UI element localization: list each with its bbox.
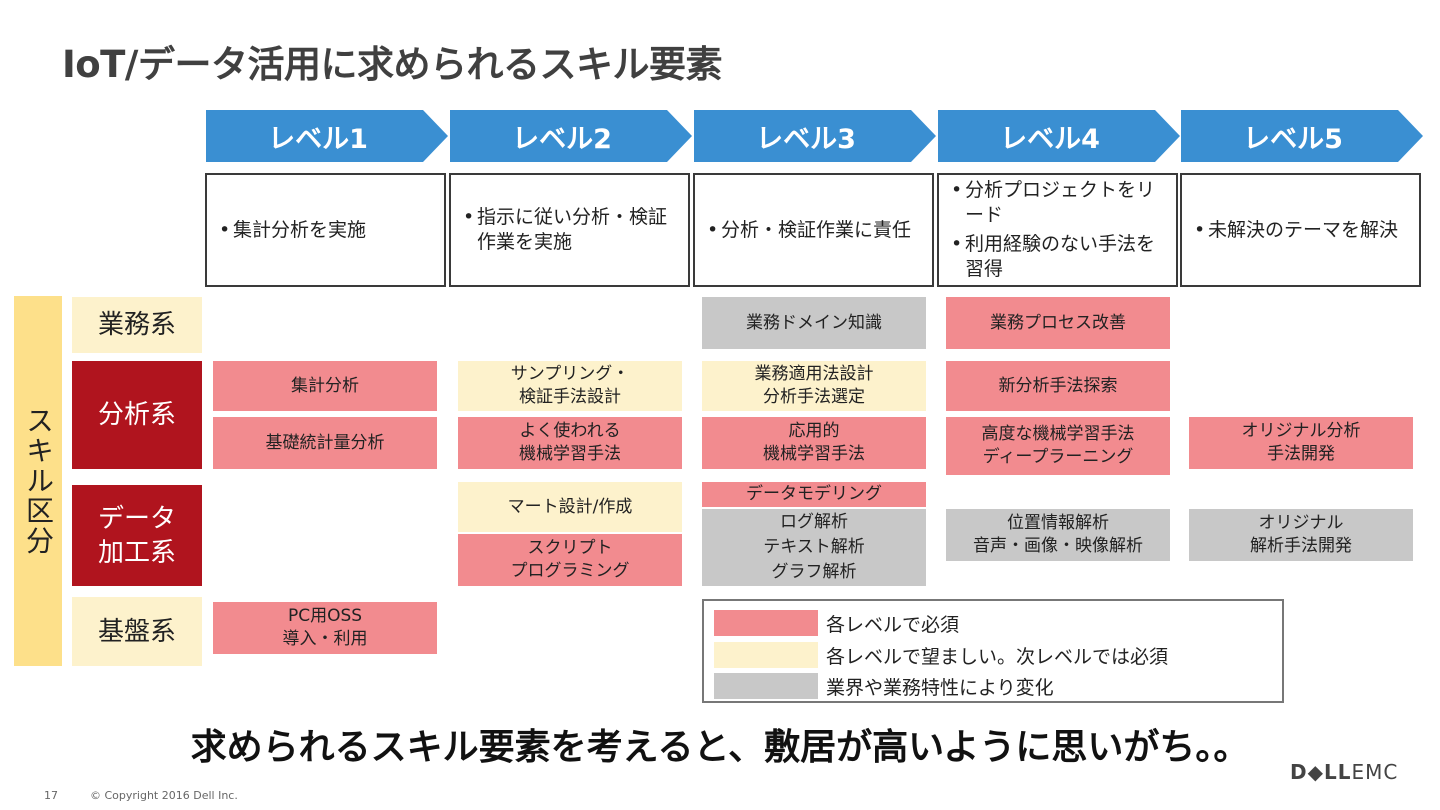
skill-cell: 新分析手法探索 bbox=[946, 361, 1170, 411]
skill-cell: オリジナル分析 手法開発 bbox=[1189, 417, 1413, 469]
key-message: 求められるスキル要素を考えると、敷居が高いように思いがち。。 bbox=[190, 727, 1250, 768]
category-label: 分析系 bbox=[97, 400, 176, 430]
category-label: 業務系 bbox=[97, 310, 176, 340]
skill-cell-text: マート設計/作成 bbox=[507, 496, 633, 517]
skill-cell-text: PC用OSS bbox=[287, 606, 363, 626]
skill-cell: ログ解析 テキスト解析 グラフ解析 bbox=[702, 509, 926, 586]
skill-cell-text: オリジナル bbox=[1258, 513, 1344, 533]
skill-cell: マート設計/作成 bbox=[458, 482, 682, 532]
skill-cell: 位置情報解析 音声・画像・映像解析 bbox=[946, 509, 1170, 561]
skill-cell-text: 音声・画像・映像解析 bbox=[973, 536, 1143, 556]
skill-cell-text: 高度な機械学習手法 bbox=[981, 424, 1135, 444]
skill-cell-text: ディープラーニング bbox=[982, 447, 1134, 467]
level-3-description: •分析・検証作業に責任 bbox=[693, 173, 934, 287]
level-1-desc-item: 集計分析を実施 bbox=[233, 218, 367, 241]
legend: 各レベルで必須 各レベルで望ましい。次レベルでは必須 業界や業務特性により変化 bbox=[702, 599, 1284, 703]
level-5-header: レベル5 bbox=[1181, 110, 1423, 162]
sidebar-label: スキル区分 bbox=[22, 406, 55, 556]
level-5-description: •未解決のテーマを解決 bbox=[1180, 173, 1421, 287]
skill-cell-text: データモデリング bbox=[746, 484, 882, 504]
legend-item: 業界や業務特性により変化 bbox=[714, 673, 1054, 699]
level-4-header: レベル4 bbox=[938, 110, 1180, 162]
level-1-header: レベル1 bbox=[206, 110, 448, 162]
legend-label: 各レベルで望ましい。次レベルでは必須 bbox=[826, 645, 1169, 668]
skill-cell-text: 業務プロセス改善 bbox=[990, 312, 1126, 333]
category-label: 基盤系 bbox=[97, 616, 176, 647]
category-kiban: 基盤系 bbox=[72, 597, 202, 666]
level-3-desc-item: 分析・検証作業に責任 bbox=[721, 218, 912, 241]
skill-cell-text: 手法開発 bbox=[1267, 444, 1335, 464]
skill-cell-text: オリジナル分析 bbox=[1241, 421, 1361, 441]
skill-cell-text: よく使われる bbox=[519, 421, 621, 441]
level-4-description: •分析プロジェクトをリード •利用経験のない手法を習得 bbox=[937, 173, 1178, 287]
level-2-header: レベル2 bbox=[450, 110, 692, 162]
skill-cell: 高度な機械学習手法 ディープラーニング bbox=[946, 417, 1170, 475]
level-4-desc-item: 利用経験のない手法を習得 bbox=[965, 233, 1156, 280]
skill-cell: 業務プロセス改善 bbox=[946, 297, 1170, 349]
skill-cell-text: プログラミング bbox=[510, 561, 630, 581]
legend-label: 業界や業務特性により変化 bbox=[826, 676, 1054, 699]
skill-cell-text: 検証手法設計 bbox=[519, 387, 621, 407]
skill-cell: PC用OSS 導入・利用 bbox=[213, 602, 437, 654]
logo-light: EMC bbox=[1351, 760, 1399, 784]
skill-cell-text: 業務ドメイン知識 bbox=[746, 312, 882, 333]
skill-cell-text: 応用的 bbox=[788, 421, 840, 441]
legend-label: 各レベルで必須 bbox=[826, 613, 960, 636]
skill-cell-text: 新分析手法探索 bbox=[998, 375, 1118, 396]
page-title: IoT/データ活用に求められるスキル要素 bbox=[62, 43, 722, 86]
skill-cell-text: 分析手法選定 bbox=[763, 387, 865, 407]
skill-category-sidebar: スキル区分 bbox=[14, 296, 62, 666]
legend-swatch bbox=[714, 610, 818, 636]
skill-cell: サンプリング・ 検証手法設計 bbox=[458, 361, 682, 411]
skill-cell-text: 集計分析 bbox=[291, 375, 359, 396]
level-4-desc-item: 分析プロジェクトをリード bbox=[965, 179, 1156, 226]
level-2-description: •指示に従い分析・検証作業を実施 bbox=[449, 173, 690, 287]
skill-cell-text: ログ解析 bbox=[780, 512, 848, 532]
category-gyomu: 業務系 bbox=[72, 297, 202, 353]
copyright: © Copyright 2016 Dell Inc. bbox=[90, 789, 238, 802]
skill-cell-text: 業務適用法設計 bbox=[754, 364, 874, 384]
skill-cell: 業務ドメイン知識 bbox=[702, 297, 926, 349]
skill-cell-text: グラフ解析 bbox=[771, 562, 857, 582]
dell-emc-logo: D◆LLEMC bbox=[1290, 760, 1398, 784]
skill-cell: 業務適用法設計 分析手法選定 bbox=[702, 361, 926, 411]
skill-cell-text: テキスト解析 bbox=[763, 537, 865, 557]
skill-cell-text: 基礎統計量分析 bbox=[265, 432, 385, 453]
category-label: データ bbox=[97, 503, 176, 534]
level-2-desc-item: 指示に従い分析・検証作業を実施 bbox=[477, 206, 668, 253]
category-bunseki: 分析系 bbox=[72, 361, 202, 469]
skill-cell: データモデリング bbox=[702, 482, 926, 507]
skill-cell: 集計分析 bbox=[213, 361, 437, 411]
skill-cell-text: 導入・利用 bbox=[282, 629, 368, 649]
skill-cell: よく使われる 機械学習手法 bbox=[458, 417, 682, 469]
skill-cell-text: 機械学習手法 bbox=[763, 444, 865, 464]
category-data: データ 加工系 bbox=[72, 485, 202, 586]
legend-swatch bbox=[714, 642, 818, 668]
skill-cell: オリジナル 解析手法開発 bbox=[1189, 509, 1413, 561]
skill-cell: スクリプト プログラミング bbox=[458, 534, 682, 586]
legend-item: 各レベルで必須 bbox=[714, 610, 959, 636]
skill-cell-text: 位置情報解析 bbox=[1007, 513, 1109, 533]
legend-swatch bbox=[714, 673, 818, 699]
category-label: 加工系 bbox=[97, 537, 176, 568]
skill-cell: 応用的 機械学習手法 bbox=[702, 417, 926, 469]
skill-cell-text: 解析手法開発 bbox=[1250, 536, 1352, 556]
skill-cell-text: スクリプト bbox=[527, 538, 613, 558]
skill-cell-text: サンプリング・ bbox=[510, 364, 630, 384]
legend-item: 各レベルで望ましい。次レベルでは必須 bbox=[714, 642, 1168, 668]
level-5-desc-item: 未解決のテーマを解決 bbox=[1208, 218, 1399, 241]
level-3-header: レベル3 bbox=[694, 110, 936, 162]
skill-cell-text: 機械学習手法 bbox=[519, 444, 621, 464]
page-number: 17 bbox=[44, 789, 58, 802]
skill-cell: 基礎統計量分析 bbox=[213, 417, 437, 469]
logo-bold: D◆LL bbox=[1290, 760, 1352, 784]
level-1-description: •集計分析を実施 bbox=[205, 173, 446, 287]
